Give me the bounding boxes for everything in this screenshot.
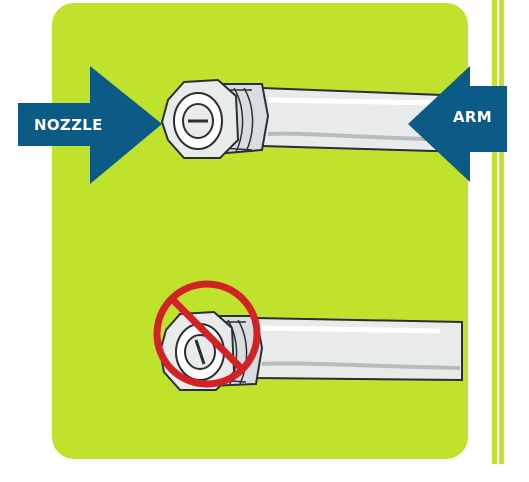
incorrect-assembly — [153, 280, 463, 391]
nozzle-head-bottom — [158, 310, 236, 391]
nozzle-head-top — [160, 78, 240, 159]
no-symbol-icon — [153, 280, 261, 388]
nozzle-label: NOZZLE — [34, 116, 103, 134]
nozzle-arrow — [18, 66, 162, 184]
arm-label: ARM — [453, 108, 492, 126]
arm-arrow — [408, 66, 507, 182]
arm-pipe-bottom — [249, 316, 463, 382]
correct-assembly — [18, 66, 507, 184]
background-panel — [52, 3, 468, 459]
side-divider-line — [497, 0, 499, 464]
